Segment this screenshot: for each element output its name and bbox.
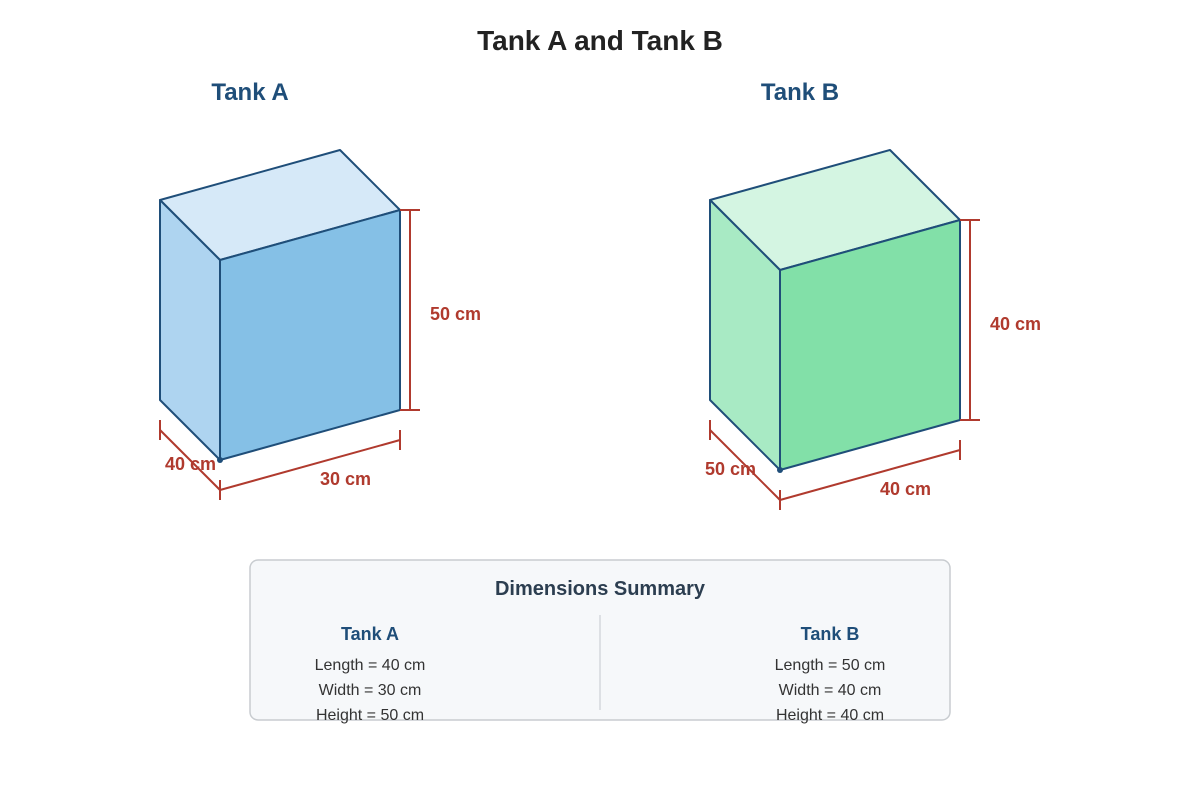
tank-b-length-label: 50 cm [705, 459, 756, 479]
tank-a-width-label: 30 cm [320, 469, 371, 489]
tank-a-corner-dot [217, 457, 223, 463]
tank-a-height-dimension-line [400, 209, 420, 411]
summary-title: Dimensions Summary [495, 578, 706, 600]
dimensions-summary-box: Dimensions Summary Tank A Length = 40 cm… [249, 559, 951, 724]
summary-tank-b-length: Length = 50 cm [775, 657, 886, 674]
tank-a-length-label: 40 cm [165, 454, 216, 474]
tank-b-width-label: 40 cm [880, 479, 931, 499]
summary-tank-a-heading: Tank A [341, 624, 399, 644]
tank-a-width-dimension-line [219, 430, 401, 491]
tank-a-group: Tank A 50 cm 40 cm 30 cm [159, 79, 481, 500]
tank-b-height-label: 40 cm [990, 314, 1041, 334]
tank-a-height-label: 50 cm [430, 304, 481, 324]
tank-b-corner-dot [777, 467, 783, 473]
summary-tank-b-height: Height = 40 cm [776, 707, 884, 724]
tank-b-height-dimension-line [960, 219, 980, 421]
page-title: Tank A and Tank B [477, 25, 723, 56]
summary-tank-b-heading: Tank B [801, 624, 860, 644]
tank-b-title: Tank B [761, 79, 839, 106]
summary-tank-a-length: Length = 40 cm [315, 657, 426, 674]
tank-b-width-dimension-line [779, 440, 961, 501]
summary-tank-b-width: Width = 40 cm [779, 682, 882, 699]
summary-tank-a-height: Height = 50 cm [316, 707, 424, 724]
tank-a-title: Tank A [211, 79, 288, 106]
summary-tank-a-width: Width = 30 cm [319, 682, 422, 699]
tank-b-group: Tank B 40 cm 50 cm 40 cm [705, 79, 1041, 510]
